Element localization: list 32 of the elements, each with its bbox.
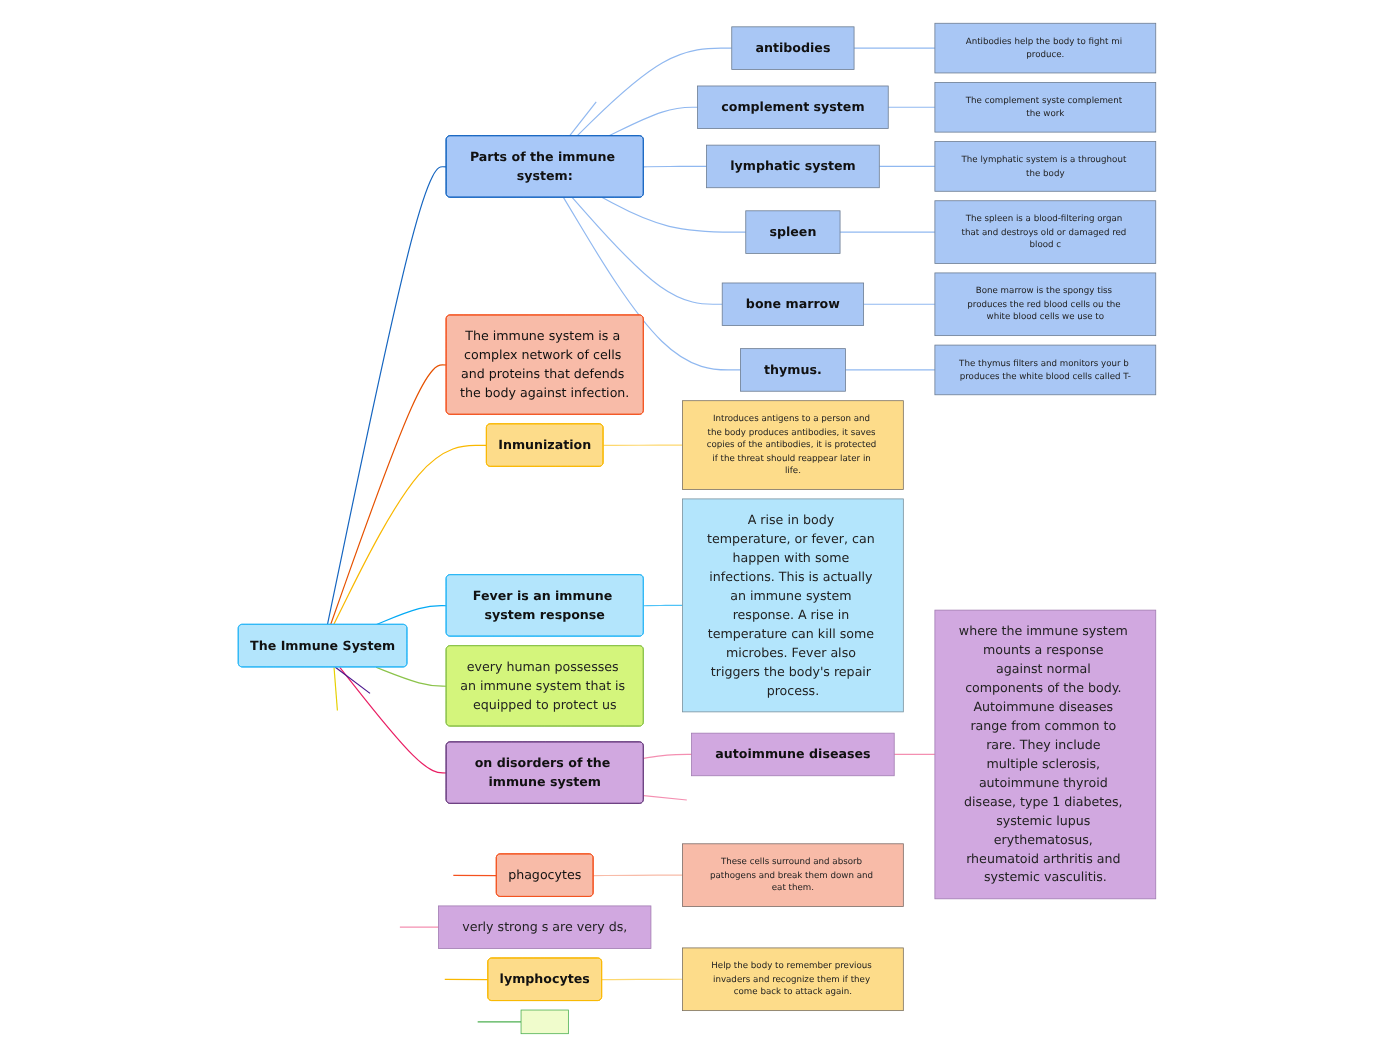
connector-line — [444, 978, 489, 981]
connector-line — [477, 1021, 522, 1023]
connector-line — [334, 666, 371, 694]
connector-line — [326, 166, 448, 626]
connector-line — [375, 666, 448, 687]
connector-line — [601, 197, 747, 233]
connector-line — [607, 106, 699, 137]
connector-line — [839, 231, 936, 233]
connector-line — [602, 444, 684, 447]
connector-line — [601, 978, 684, 981]
connector-line — [399, 926, 440, 928]
connector-line — [844, 369, 936, 371]
connector-line — [562, 197, 741, 371]
connector-line — [592, 874, 684, 877]
connector-line — [333, 666, 338, 712]
connector-line — [893, 753, 936, 756]
connector-line — [643, 753, 693, 759]
connector-line — [571, 197, 723, 305]
connector-line — [339, 666, 448, 774]
connector-line — [643, 795, 688, 801]
connector-line — [643, 165, 708, 168]
connector-line — [330, 364, 448, 626]
connector-line — [863, 303, 936, 305]
connector-line — [452, 874, 498, 877]
connector-line — [375, 605, 448, 626]
connector-line — [887, 106, 936, 108]
connector-line — [878, 165, 936, 167]
connector-line — [853, 47, 936, 49]
connector-line — [643, 604, 684, 607]
connector-line — [568, 101, 597, 137]
connector-line — [576, 47, 733, 137]
connector-line — [333, 444, 488, 626]
